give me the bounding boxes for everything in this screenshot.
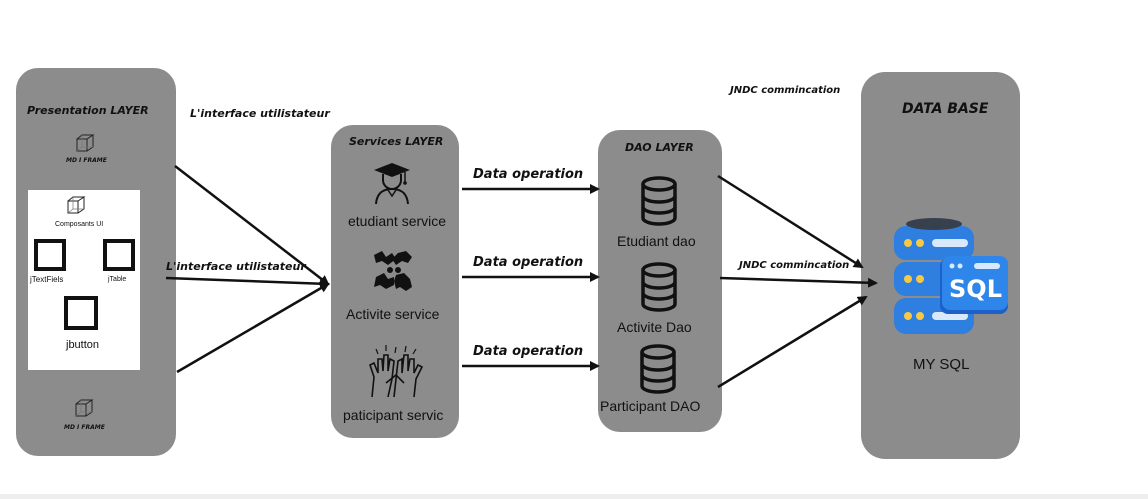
ui-label-mid: L'interface utilistateur	[166, 260, 306, 273]
jtable-square	[103, 239, 135, 271]
raised-hands-icon	[369, 345, 424, 398]
jtextfield-square	[34, 239, 66, 271]
cube-icon	[67, 196, 86, 214]
database-icon	[641, 262, 677, 312]
arrow-dao-to-db-top	[717, 174, 864, 269]
sql-badge-text: SQL	[949, 275, 1002, 303]
components-ui-label: Composants UI	[55, 221, 104, 228]
jbutton-label: jbutton	[66, 339, 100, 351]
bottom-divider	[0, 494, 1148, 499]
arrow-pres-to-services-top	[174, 165, 330, 286]
md-i-frame-top-label: MD I FRAME	[66, 157, 107, 164]
database-title: DATA BASE	[902, 101, 989, 117]
sql-server-icon	[894, 218, 1008, 334]
data-operation-label-3: Data operation	[473, 344, 584, 359]
jtable-label: jTable	[108, 276, 127, 283]
database-icon	[640, 344, 676, 394]
cube-icon	[75, 399, 94, 417]
data-operation-label-2: Data operation	[473, 255, 584, 270]
arrow-dao-to-db-mid	[719, 276, 878, 288]
cube-icon	[76, 134, 95, 152]
components-ui-box	[28, 190, 140, 370]
arrow-pres-to-services-bottom	[176, 282, 330, 374]
activite-service-label: Activite service	[346, 306, 440, 322]
mysql-label: MY SQL	[913, 356, 970, 373]
ui-label-top: L'interface utilistateur	[190, 107, 330, 120]
jbutton-square	[64, 296, 98, 330]
dao-layer-title: DAO LAYER	[625, 141, 694, 154]
presentation-layer-title: Presentation LAYER	[27, 104, 149, 117]
jndc-label-mid: JNDC commincation	[739, 260, 850, 271]
etudiant-dao-label: Etudiant dao	[617, 233, 696, 249]
activity-icon	[374, 251, 412, 291]
data-operation-label-1: Data operation	[473, 167, 584, 182]
jndc-label-top: JNDC commincation	[730, 85, 841, 96]
arrow-dao-to-db-bottom	[717, 295, 868, 389]
participant-service-label: paticipant servic	[343, 407, 444, 423]
database-icon	[641, 176, 677, 226]
graduate-icon	[374, 163, 410, 204]
services-layer-title: Services LAYER	[349, 135, 444, 148]
etudiant-service-label: etudiant service	[348, 213, 447, 229]
activite-dao-label: Activite Dao	[617, 319, 692, 335]
jtextfield-label: jTextFiels	[30, 275, 64, 284]
md-i-frame-bottom-label: MD I FRAME	[64, 424, 105, 431]
arrow-pres-to-services-mid	[165, 276, 330, 289]
participant-dao-label: Participant DAO	[600, 398, 701, 414]
